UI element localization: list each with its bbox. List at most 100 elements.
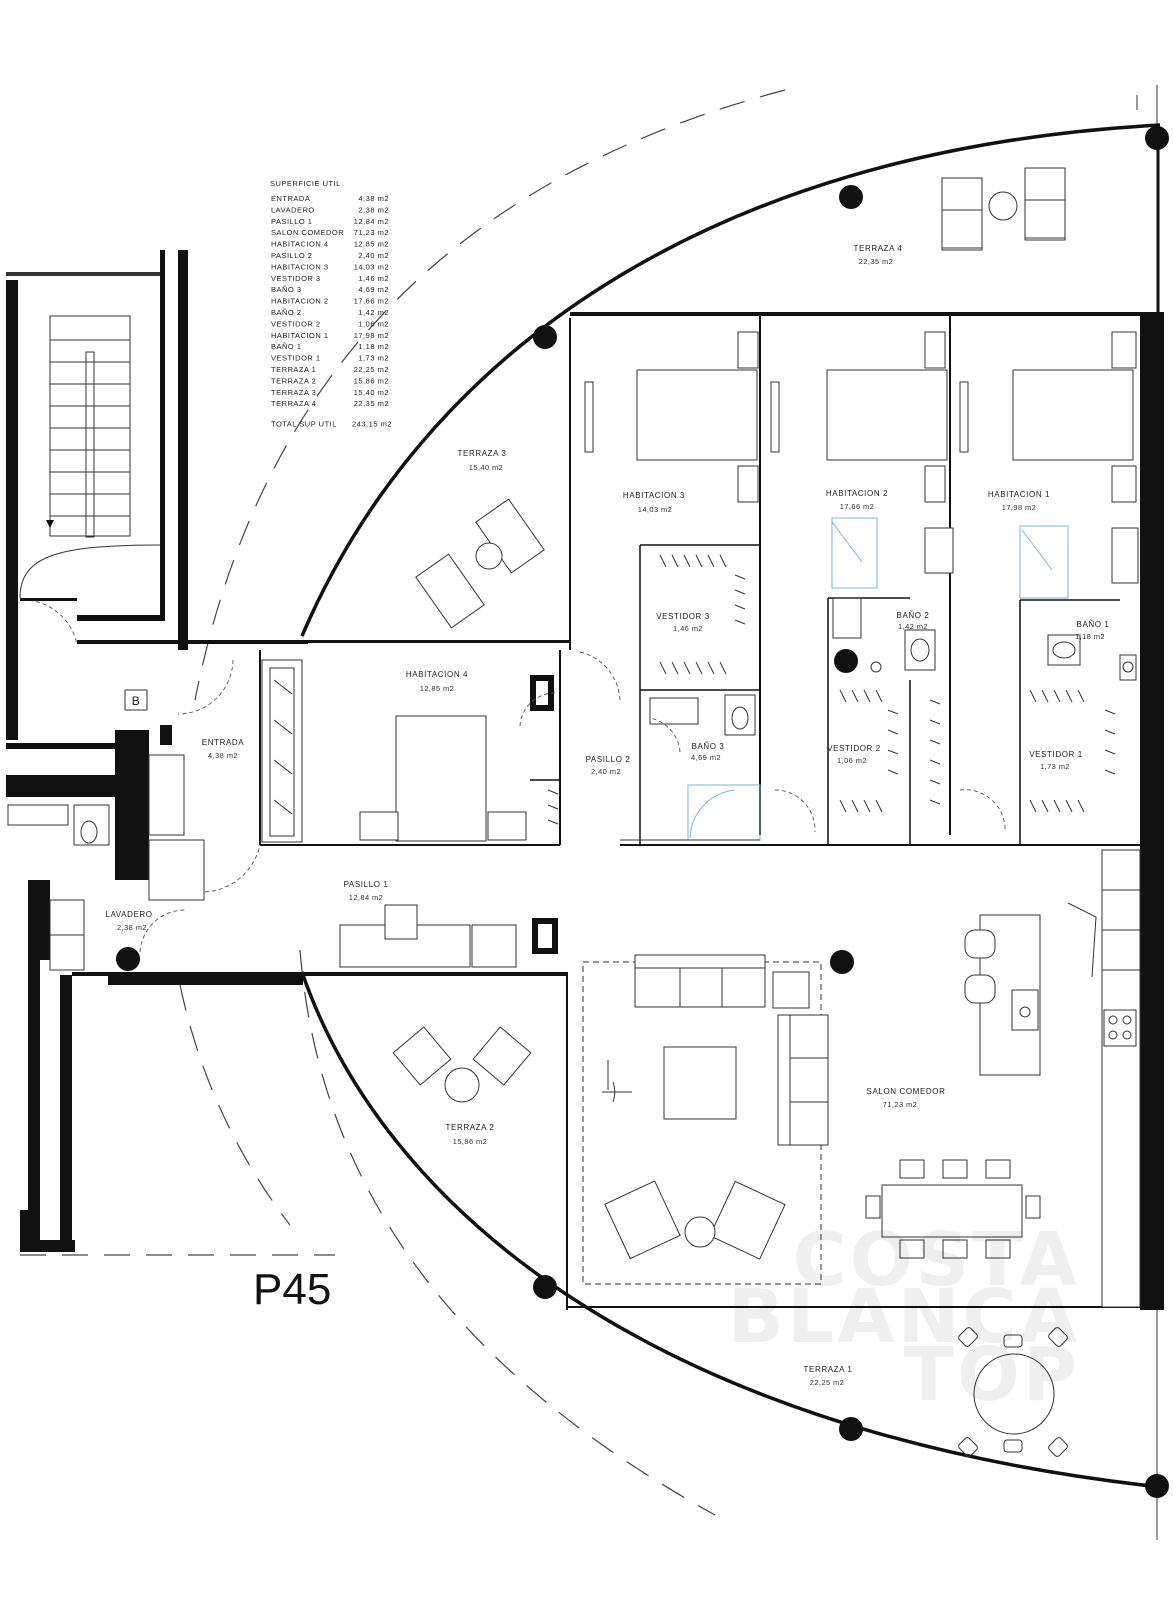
summary-row-name: LAVADERO	[271, 205, 315, 214]
svg-text:BAÑO 1: BAÑO 1	[1077, 620, 1110, 629]
summary-total-value: 243,15 m2	[352, 420, 392, 429]
svg-text:14,03 m2: 14,03 m2	[638, 505, 672, 514]
summary-row-name: ENTRADA	[271, 194, 310, 203]
door-swings	[139, 651, 1006, 953]
svg-text:2,40 m2: 2,40 m2	[591, 767, 621, 776]
summary-row-value: 1,73 m2	[358, 354, 389, 363]
summary-row-name: VESTIDOR 1	[271, 354, 321, 363]
summary-row-name: PASILLO 1	[271, 217, 312, 226]
room-terraza1: TERRAZA 1 22,25 m2	[804, 1365, 853, 1387]
service-fixtures	[7, 754, 205, 971]
room-vestidor1: VESTIDOR 1 1,73 m2	[1029, 750, 1083, 771]
summary-row: VESTIDOR 1 1,73 m2	[271, 354, 389, 363]
svg-text:22,35 m2: 22,35 m2	[859, 257, 893, 266]
summary-row-name: VESTIDOR 2	[271, 319, 321, 328]
summary-row: ENTRADA 4,38 m2	[271, 194, 389, 203]
svg-text:12,84 m2: 12,84 m2	[349, 893, 383, 902]
svg-text:4,38 m2: 4,38 m2	[208, 751, 238, 760]
svg-text:2,38 m2: 2,38 m2	[117, 923, 147, 932]
summary-row-value: 15,86 m2	[354, 376, 389, 385]
svg-text:22,25 m2: 22,25 m2	[810, 1378, 844, 1387]
svg-text:BAÑO 2: BAÑO 2	[897, 611, 930, 620]
room-habitacion1: HABITACION 117,98 m2	[988, 490, 1050, 512]
plan-id: P45	[253, 1265, 331, 1314]
svg-text:17,98 m2: 17,98 m2	[1002, 503, 1036, 512]
svg-text:1,46 m2: 1,46 m2	[673, 624, 703, 633]
svg-text:TERRAZA 3: TERRAZA 3	[458, 449, 507, 458]
summary-row: LAVADERO 2,38 m2	[271, 205, 389, 214]
summary-row-value: 4,38 m2	[358, 194, 389, 203]
bathroom-fixtures	[649, 517, 1139, 841]
svg-text:LAVADERO: LAVADERO	[105, 910, 152, 919]
room-vestidor3: VESTIDOR 3 1,46 m2	[656, 612, 710, 633]
room-habitacion4: HABITACION 412,85 m2	[406, 670, 468, 693]
svg-text:VESTIDOR 1: VESTIDOR 1	[1029, 750, 1083, 759]
interior-walls	[72, 312, 1164, 1310]
summary-row-value: 22,25 m2	[354, 365, 389, 374]
summary-row-value: 2,38 m2	[358, 205, 389, 214]
summary-row-name: VESTIDOR 3	[271, 274, 321, 283]
structural-columns	[116, 126, 1169, 1498]
summary-row-value: 71,23 m2	[354, 228, 389, 237]
room-habitacion3: HABITACION 3 14,03 m2	[623, 491, 685, 514]
summary-row-name: SALON COMEDOR	[271, 228, 344, 237]
summary-row-value: 12,85 m2	[354, 240, 389, 249]
summary-row: TERRAZA 4 22,35 m2	[271, 399, 389, 408]
room-terraza4: TERRAZA 422,35 m2	[854, 244, 902, 266]
summary-row-name: TERRAZA 3	[271, 388, 316, 397]
room-bano2: BAÑO 21,42 m2	[897, 611, 930, 631]
room-habitacion2: HABITACION 217,66 m2	[826, 489, 888, 511]
corridor-furniture	[339, 904, 558, 968]
bedroom-furniture	[359, 331, 1137, 842]
terrace-furniture	[392, 167, 1068, 1457]
svg-text:1,73 m2: 1,73 m2	[1040, 762, 1070, 771]
summary-row-value: 17,66 m2	[354, 297, 389, 306]
summary-row: SALON COMEDOR 71,23 m2	[271, 228, 389, 237]
summary-row-value: 12,84 m2	[354, 217, 389, 226]
room-lavadero: LAVADERO 2,38 m2	[105, 910, 152, 932]
svg-text:71,23 m2: 71,23 m2	[883, 1100, 917, 1109]
summary-row-name: HABITACION 4	[271, 240, 329, 249]
summary-title: SUPERFICIE UTIL	[270, 179, 341, 188]
room-labels: TERRAZA 4 22,35 m2 TERRAZA 315,40 m2 HABI…	[105, 244, 1109, 1387]
summary-row-value: 1,18 m2	[358, 342, 389, 351]
summary-row-name: HABITACION 3	[271, 262, 329, 271]
svg-text:TERRAZA 1: TERRAZA 1	[804, 1365, 853, 1374]
summary-row-name: PASILLO 2	[271, 251, 312, 260]
area-summary-table: SUPERFICIE UTIL ENTRADA 4,38 m2 LAVADERO 2,…	[270, 179, 392, 429]
summary-row-name: HABITACION 1	[271, 331, 329, 340]
summary-row: HABITACION 1 17,98 m2	[271, 331, 389, 340]
svg-text:HABITACION 3: HABITACION 3	[623, 491, 685, 500]
room-bano1: BAÑO 1 1,18 m2	[1075, 620, 1109, 641]
svg-text:PASILLO 1: PASILLO 1	[344, 880, 389, 889]
watermark: COSTA BLANCA TOP	[728, 1217, 1080, 1418]
summary-row-value: 14,03 m2	[354, 262, 389, 271]
svg-text:COSTA: COSTA	[792, 1217, 1080, 1303]
summary-row-name: TERRAZA 4	[271, 399, 316, 408]
stair-core: B	[6, 250, 188, 740]
summary-row-name: BAÑO 3	[271, 285, 302, 294]
svg-text:17,66 m2: 17,66 m2	[840, 502, 874, 511]
svg-text:1,18 m2: 1,18 m2	[1075, 632, 1105, 641]
stair-label: B	[132, 694, 141, 708]
svg-text:HABITACION 4: HABITACION 4	[406, 670, 468, 679]
svg-text:VESTIDOR 3: VESTIDOR 3	[656, 612, 710, 621]
summary-row: PASILLO 1 12,84 m2	[271, 217, 389, 226]
summary-total-name: TOTAL SUP UTIL	[271, 420, 337, 429]
facade-walls	[300, 123, 1161, 1489]
svg-text:1,06 m2: 1,06 m2	[837, 756, 867, 765]
summary-row-value: 22,35 m2	[354, 399, 389, 408]
room-terraza3: TERRAZA 315,40 m2	[458, 449, 507, 472]
room-pasillo2: PASILLO 22,40 m2	[586, 755, 630, 776]
summary-row-value: 1,42 m2	[358, 308, 389, 317]
summary-row-value: 17,98 m2	[354, 331, 389, 340]
